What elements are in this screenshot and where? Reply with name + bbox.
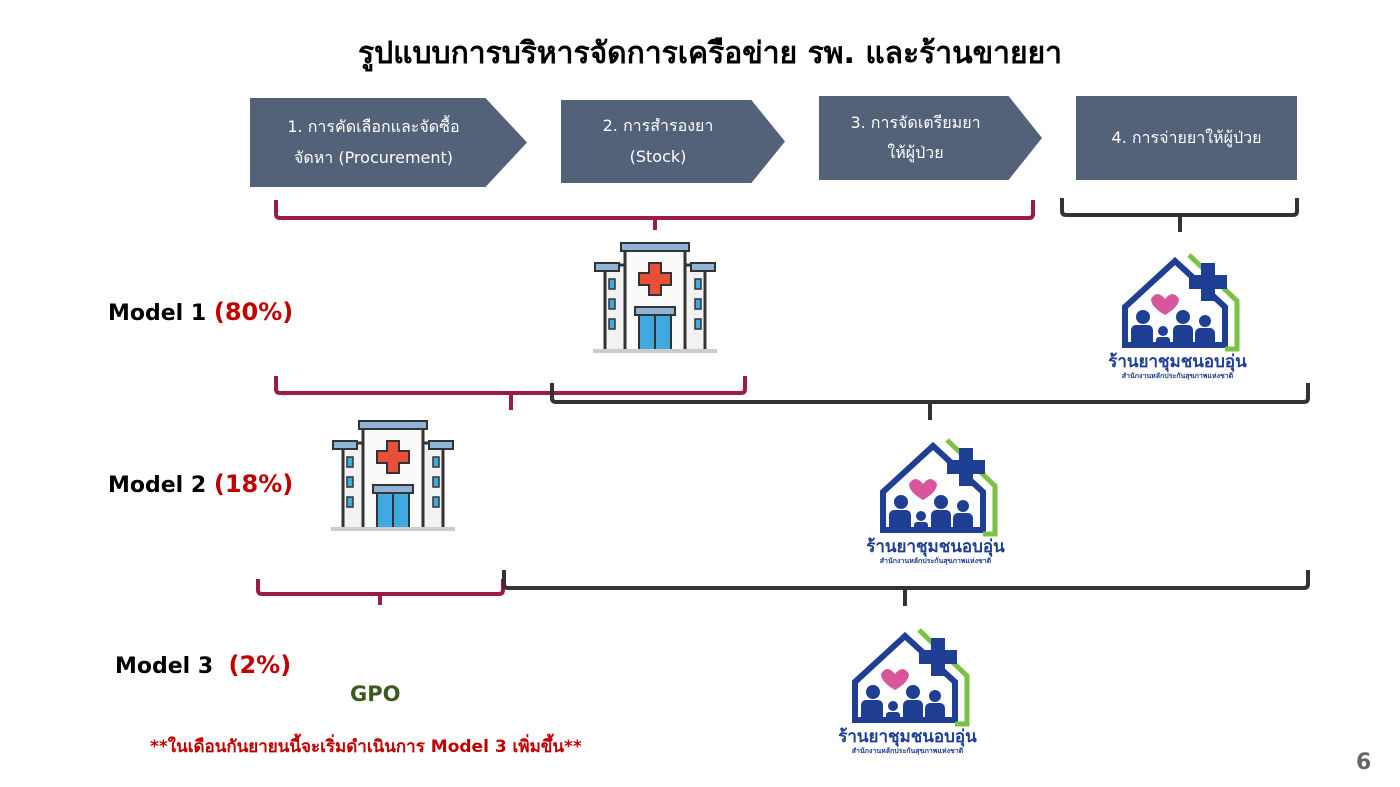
model-3-name: Model 3 <box>115 654 214 679</box>
hospital-bracket-model-1 <box>274 200 1035 230</box>
pharmacy-bracket-model-3 <box>502 570 1310 606</box>
step-dispense: 4. การจ่ายยาให้ผู้ป่วย <box>1076 96 1297 180</box>
hospital-icon-model-1 <box>591 241 719 355</box>
pharmacy-bracket-model-2 <box>550 383 1310 420</box>
hospital-icon-model-2 <box>329 419 457 533</box>
community-pharmacy-logo-model-3: ร้านยาชุมชนอบอุ่น สำนักงานหลักประกันสุขภ… <box>830 615 985 760</box>
step-3-line-1: 3. การจัดเตรียมยา <box>850 112 981 132</box>
step-4-line-1: 4. การจ่ายยาให้ผู้ป่วย <box>1111 127 1262 147</box>
logo-org: สำนักงานหลักประกันสุขภาพแห่งชาติ <box>851 747 964 755</box>
model-1-percent: (80%) <box>213 298 294 326</box>
logo-org: สำนักงานหลักประกันสุขภาพแห่งชาติ <box>1121 372 1234 380</box>
step-1-line-1: 1. การคัดเลือกและจัดซื้อ <box>287 117 460 137</box>
model-3-label: Model 3 (2%) <box>115 651 291 679</box>
logo-name: ร้านยาชุมชนอบอุ่น <box>838 727 977 747</box>
logo-name: ร้านยาชุมชนอบอุ่น <box>1108 352 1247 372</box>
pharmacy-house-icon <box>830 620 985 730</box>
gpo-label: GPO <box>350 682 401 706</box>
footnote: **ในเดือนกันยายนนี้จะเริ่มดำเนินการ Mode… <box>150 737 582 757</box>
step-procurement: 1. การคัดเลือกและจัดซื้อจัดหา (Procureme… <box>250 98 527 187</box>
pharmacy-house-icon <box>858 430 1013 540</box>
step-stock: 2. การสำรองยา (Stock) <box>561 100 785 183</box>
model-1-name: Model 1 <box>108 301 207 326</box>
step-2-line-2: (Stock) <box>629 146 687 166</box>
step-3-line-2: ให้ผู้ป่วย <box>887 143 944 162</box>
hospital-bracket-model-2 <box>274 376 747 410</box>
step-2-line-1: 2. การสำรองยา <box>602 116 714 136</box>
step-prepare: 3. การจัดเตรียมยาให้ผู้ป่วย <box>819 96 1042 180</box>
page-number: 6 <box>1356 750 1372 775</box>
step-1-line-2: จัดหา (Procurement) <box>293 147 454 167</box>
model-3-percent: (2%) <box>228 651 292 679</box>
model-2-percent: (18%) <box>213 470 294 498</box>
model-2-name: Model 2 <box>108 473 207 498</box>
community-pharmacy-logo-model-2: ร้านยาชุมชนอบอุ่น สำนักงานหลักประกันสุขภ… <box>858 425 1013 570</box>
logo-org: สำนักงานหลักประกันสุขภาพแห่งชาติ <box>879 557 992 565</box>
hospital-bracket-model-3 <box>256 579 505 605</box>
slide-title: รูปแบบการบริหารจัดการเครือข่าย รพ. และร้… <box>358 36 1062 71</box>
community-pharmacy-logo-model-1: ร้านยาชุมชนอบอุ่น สำนักงานหลักประกันสุขภ… <box>1100 240 1255 385</box>
pharmacy-bracket-model-1 <box>1060 198 1299 232</box>
logo-name: ร้านยาชุมชนอบอุ่น <box>866 537 1005 557</box>
pharmacy-house-icon <box>1100 245 1255 355</box>
model-2-label: Model 2 (18%) <box>108 470 293 498</box>
model-1-label: Model 1 (80%) <box>108 298 293 326</box>
